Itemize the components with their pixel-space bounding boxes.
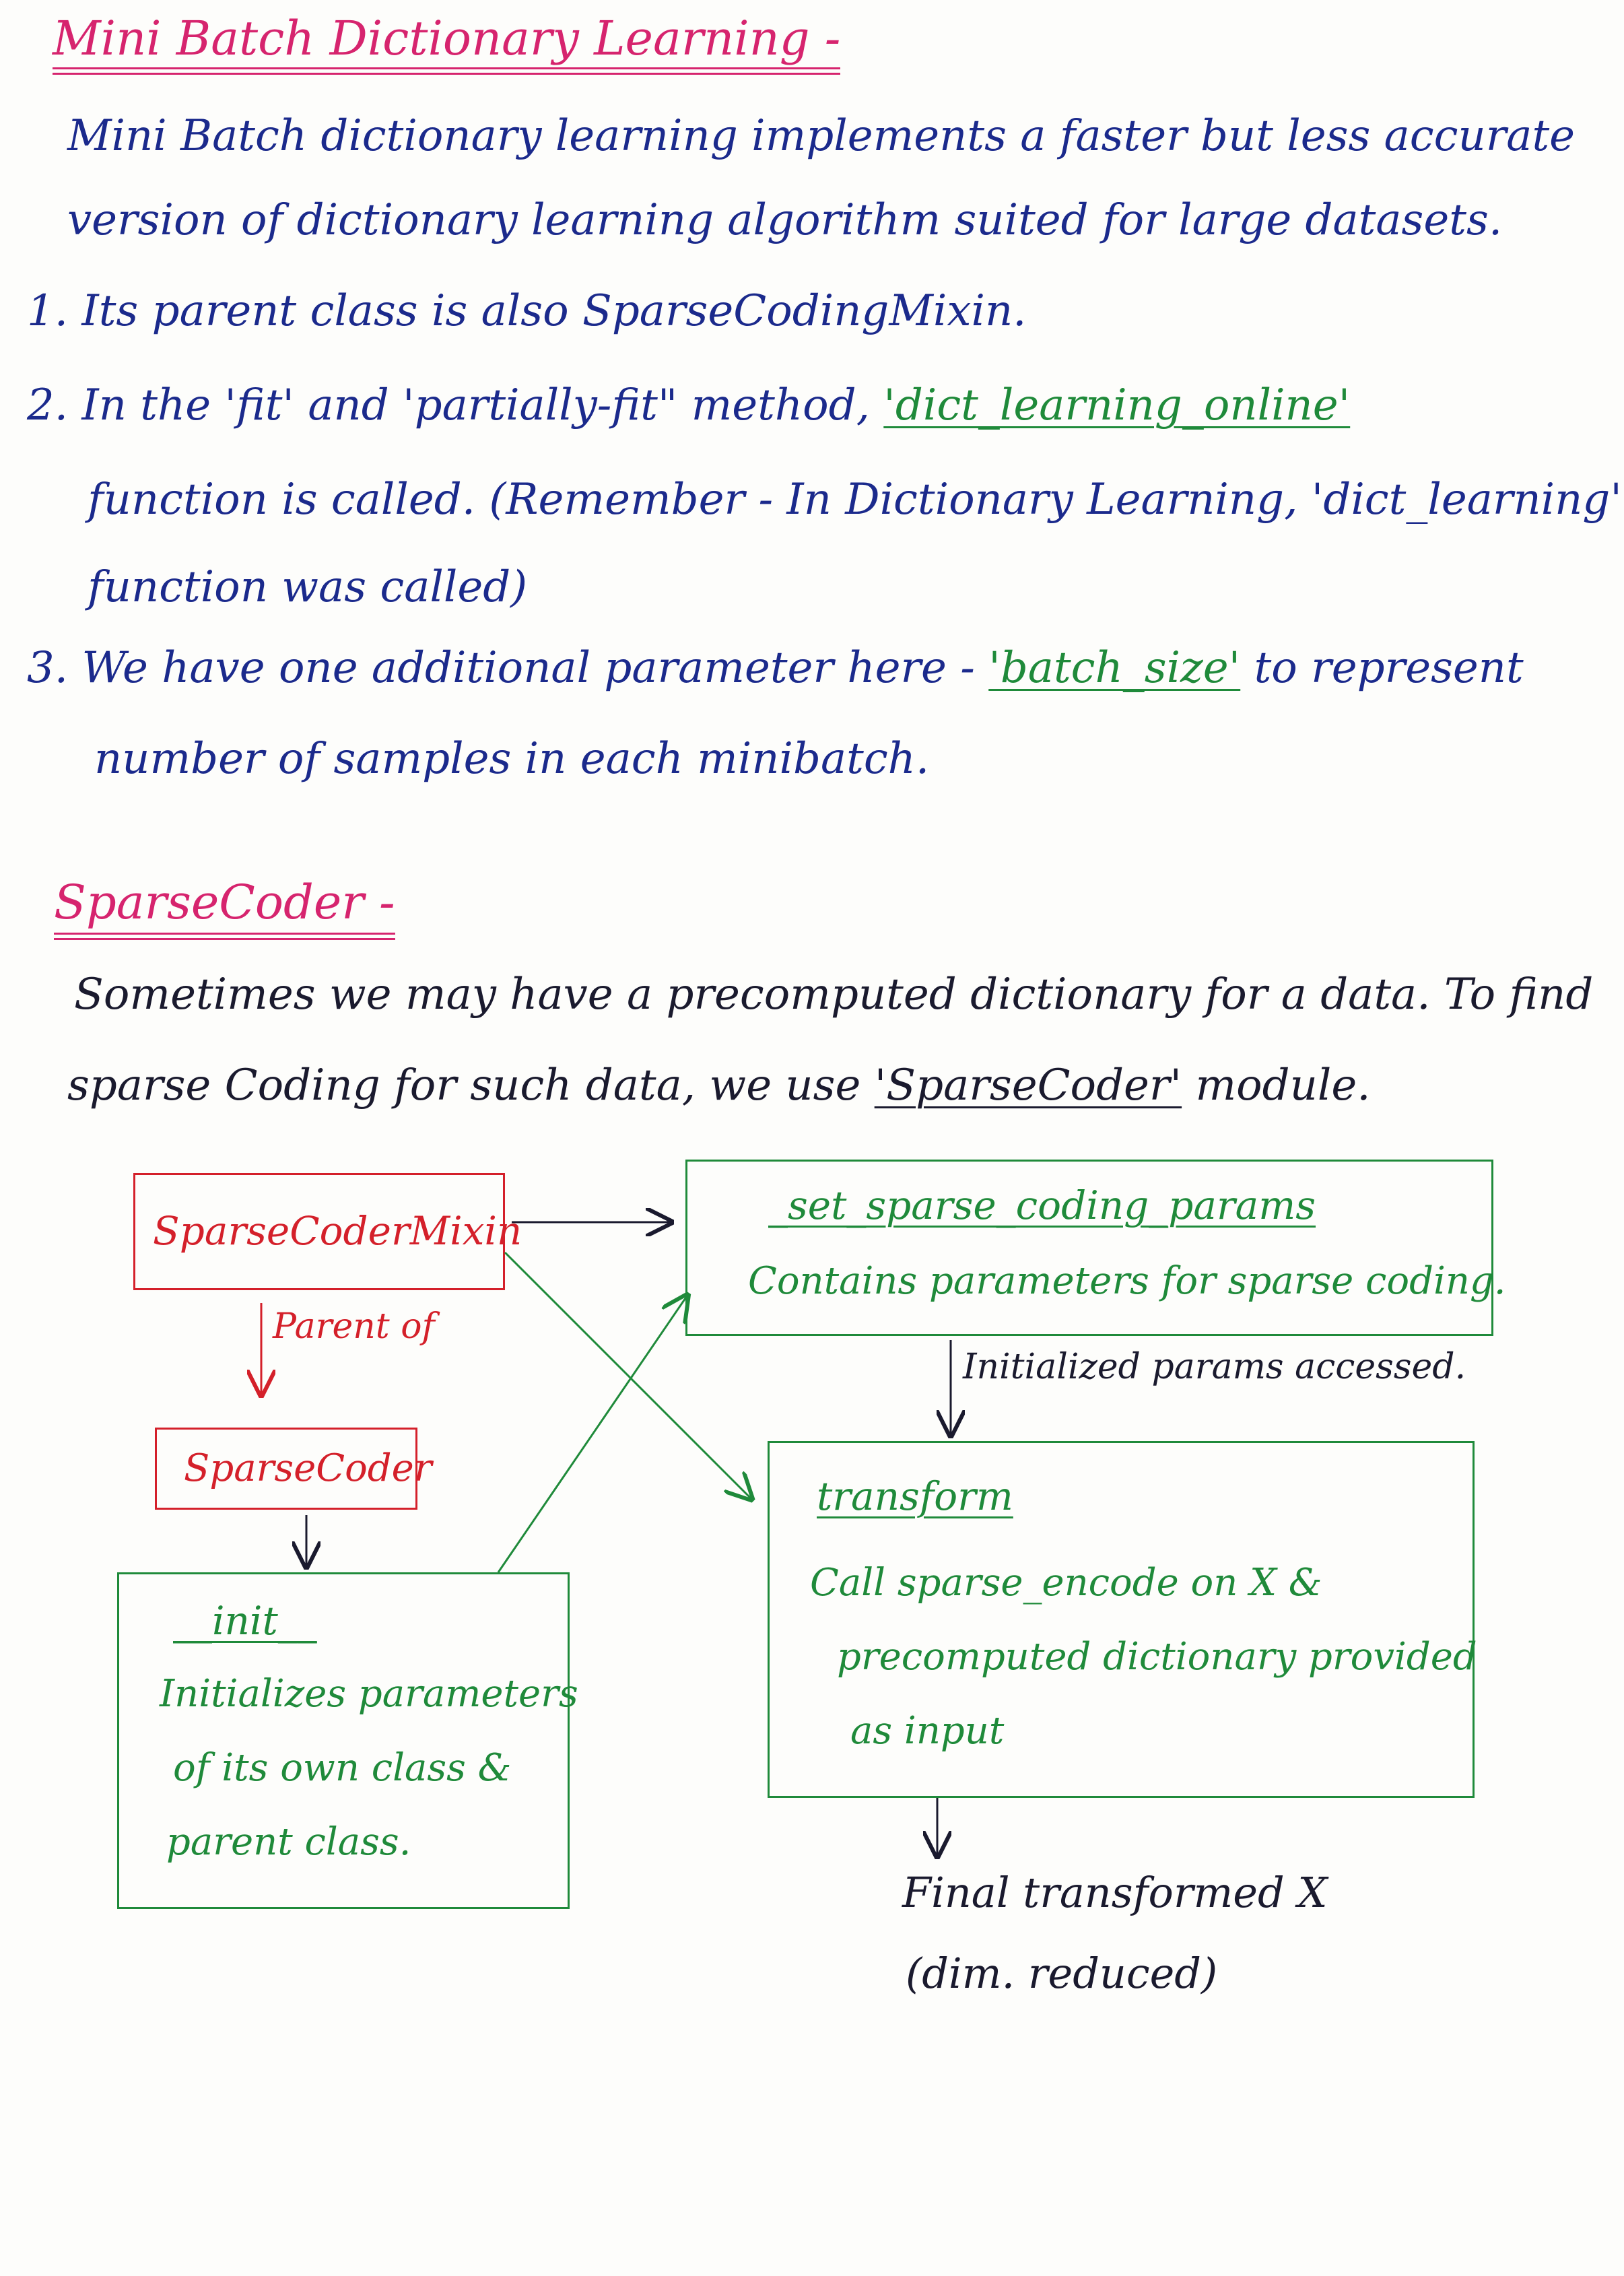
heading2-underline-2 (54, 938, 395, 940)
item-3-prefix: 3. We have one additional parameter here… (27, 643, 975, 693)
transform-box: transform Call sparse_encode on X & prec… (768, 1441, 1477, 1798)
heading-sparse-coder: SparseCoder - (54, 879, 395, 940)
item-2-highlight: 'dict_learning_online' (883, 380, 1351, 430)
arrow-mixin-to-transform (504, 1251, 751, 1498)
set-params-box-line1: Contains parameters for sparse coding. (748, 1259, 1506, 1303)
heading-underline-2 (53, 73, 841, 75)
set-params-box: _set_sparse_coding_params Contains param… (685, 1160, 1506, 1336)
sparse-coder-intro-line2: sparse Coding for such data, we use 'Spa… (67, 1064, 1371, 1107)
sparse-coder-box: SparseCoder (155, 1428, 432, 1510)
item-1: 1. Its parent class is also SparseCoding… (27, 286, 1027, 336)
init-box-title: __init__ (173, 1598, 317, 1644)
item-2-line3: function was called) (88, 562, 528, 612)
final-output-line2: (dim. reduced) (906, 1949, 1218, 1998)
transform-box-line2: precomputed dictionary provided (837, 1635, 1477, 1679)
mini-batch-intro-line2: version of dictionary learning algorithm… (67, 195, 1503, 245)
item-2-prefix: 2. In the 'fit' and 'partially-fit" meth… (27, 380, 870, 430)
item-2-line1: 2. In the 'fit' and 'partially-fit" meth… (27, 384, 1350, 427)
heading-mini-batch-text: Mini Batch Dictionary Learning - (53, 11, 841, 66)
sparse-coder-intro-line1: Sometimes we may have a precomputed dict… (74, 970, 1594, 1019)
arrow-init-to-params (497, 1296, 687, 1573)
mixin-box: SparseCoderMixin (133, 1173, 522, 1290)
init-box-line2: of its own class & (173, 1746, 512, 1790)
sparse-coder-intro-suffix: module. (1195, 1061, 1371, 1110)
sparse-coder-intro-highlight: 'SparseCoder' (874, 1061, 1182, 1110)
item-3-suffix: to represent (1254, 643, 1524, 693)
transform-box-line1: Call sparse_encode on X & (810, 1561, 1322, 1605)
mixin-box-label: SparseCoderMixin (153, 1208, 522, 1254)
init-box-line1: Initializes parameters (160, 1672, 578, 1716)
heading2-underline (54, 933, 395, 935)
init-box-line3: parent class. (166, 1820, 411, 1864)
sparse-coder-intro-prefix: sparse Coding for such data, we use (67, 1061, 861, 1110)
init-box: __init__ Initializes parameters of its o… (117, 1572, 578, 1909)
item-3-line1: 3. We have one additional parameter here… (27, 646, 1524, 690)
heading-underline (53, 67, 841, 69)
item-3-line2: number of samples in each minibatch. (94, 734, 930, 784)
item-3-highlight: 'batch_size' (988, 643, 1241, 693)
heading-sparse-coder-text: SparseCoder - (54, 875, 395, 930)
heading-mini-batch: Mini Batch Dictionary Learning - (53, 15, 841, 75)
set-params-box-title: _set_sparse_coding_params (768, 1182, 1316, 1228)
params-accessed-label: Initialized params accessed. (963, 1347, 1466, 1387)
final-output-line1: Final transformed X (902, 1868, 1328, 1917)
sparse-coder-box-label: SparseCoder (184, 1446, 432, 1490)
mini-batch-intro-line1: Mini Batch dictionary learning implement… (67, 111, 1576, 161)
item-2-line2: function is called. (Remember - In Dicti… (88, 475, 1622, 525)
parent-of-label: Parent of (273, 1306, 435, 1347)
transform-box-line3: as input (850, 1709, 1005, 1753)
transform-box-title: transform (817, 1473, 1013, 1519)
